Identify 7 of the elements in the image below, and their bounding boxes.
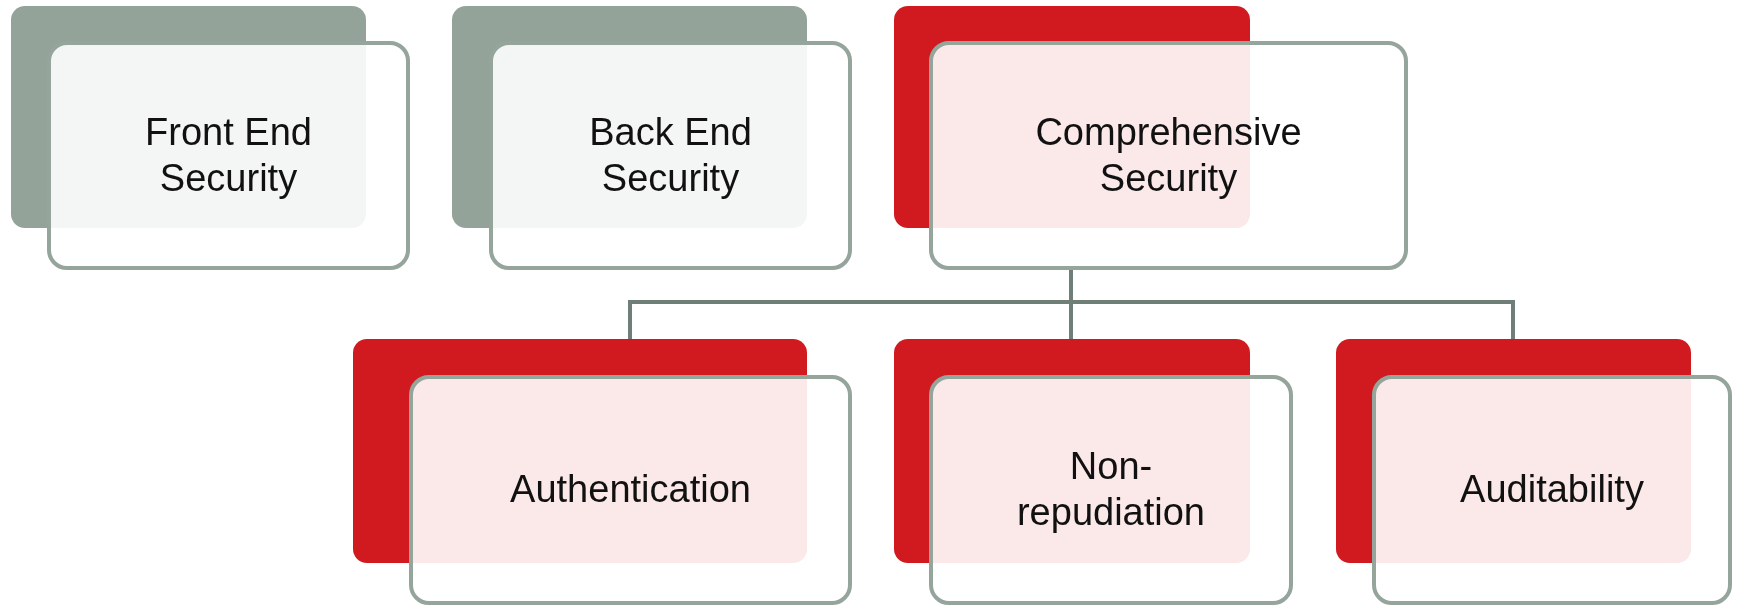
card-label: Comprehensive Security xyxy=(1034,109,1303,201)
card-label: Non-repudiation xyxy=(1015,444,1206,535)
card-label: Authentication xyxy=(510,467,751,513)
connector-line xyxy=(1069,270,1515,339)
card-label: Auditability xyxy=(1460,467,1644,513)
card-label: Back End Security xyxy=(588,109,753,201)
card-label: Front End Security xyxy=(144,109,313,201)
